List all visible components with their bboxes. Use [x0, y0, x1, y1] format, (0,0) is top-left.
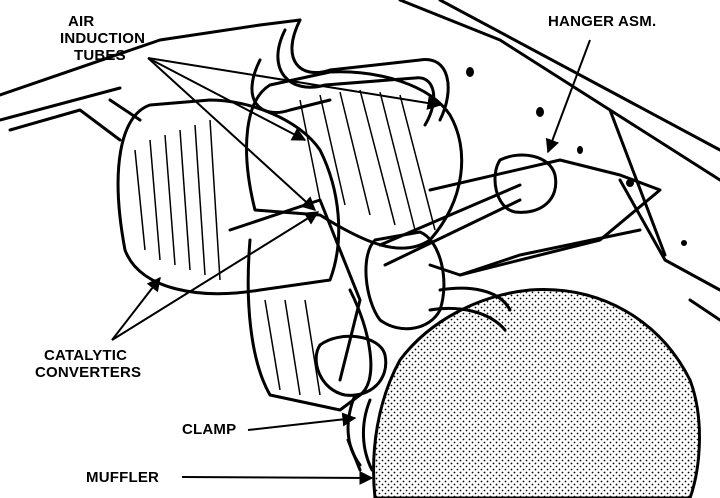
- frame-rail-right-2: [438, 0, 720, 152]
- converter-shell-lower: [246, 238, 373, 412]
- label-catalytic-converters: CATALYTIC CONVERTERS: [35, 347, 142, 381]
- leader-catalytic-b: [111, 211, 320, 341]
- pipe-joint: [314, 334, 388, 397]
- label-muffler: MUFFLER: [86, 469, 160, 486]
- frame-rail-right: [398, 0, 720, 182]
- label-air-induction-tubes: AIR INDUCTION TUBES: [60, 13, 146, 64]
- air-tube-1: [290, 18, 450, 122]
- muffler-body: [372, 288, 701, 498]
- label-hanger-asm: HANGER ASM.: [548, 13, 657, 30]
- frame-rail-top-2: [0, 86, 122, 122]
- label-clamp: CLAMP: [182, 421, 237, 438]
- leader-clamp: [247, 412, 357, 431]
- hanger-block: [364, 230, 446, 331]
- leader-muffler: [181, 470, 374, 485]
- leader-hanger: [545, 39, 591, 154]
- leader-air-tube-a: [147, 57, 442, 110]
- hanger-bracket: [428, 158, 662, 277]
- leader-catalytic-a: [111, 276, 161, 341]
- converter-right: [245, 70, 464, 250]
- clamp-bolt: [346, 438, 362, 472]
- converter-left: [116, 98, 341, 296]
- frame-rail-top: [0, 18, 302, 97]
- hanger-sleeve: [493, 153, 558, 214]
- leader-air-tube-c: [147, 57, 317, 211]
- frame-rail-bottom: [688, 298, 720, 322]
- air-tube-3: [250, 58, 332, 115]
- leader-air-tube-b: [147, 57, 307, 141]
- frame-right-lower: [618, 178, 720, 292]
